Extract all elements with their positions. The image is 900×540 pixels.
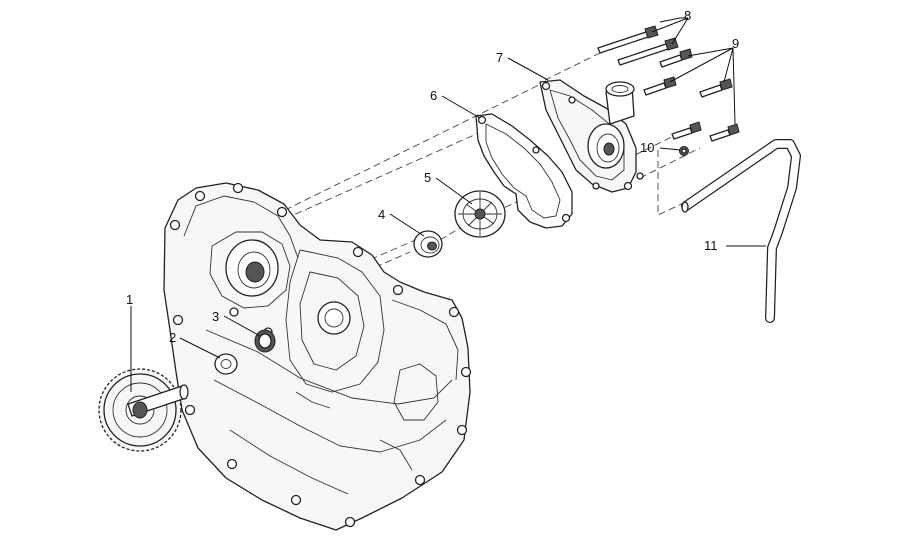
leader-lines — [130, 17, 766, 392]
part-7-pump-cover — [539, 79, 644, 193]
part-5-impeller — [454, 190, 506, 238]
callout-7: 7 — [496, 50, 503, 65]
callout-8: 8 — [684, 8, 691, 23]
callout-1: 1 — [126, 292, 133, 307]
callout-3: 3 — [212, 309, 219, 324]
part-10-small-nut — [679, 146, 689, 156]
part-11-hose-pipe — [681, 139, 801, 323]
callout-labels: 1 2 3 4 5 6 7 8 9 10 11 — [126, 8, 739, 345]
part-6-gasket — [475, 113, 573, 229]
callout-10: 10 — [640, 140, 654, 155]
callout-6: 6 — [430, 88, 437, 103]
callout-5: 5 — [424, 170, 431, 185]
callout-11: 11 — [704, 238, 718, 253]
callout-2: 2 — [169, 330, 176, 345]
part-9-short-screws — [643, 48, 740, 142]
callout-4: 4 — [378, 207, 385, 222]
part-1-gear-shaft — [98, 368, 189, 452]
part-4-seal-ring — [413, 230, 443, 258]
part-8-long-screws — [597, 25, 679, 66]
part-2-washer — [214, 353, 238, 375]
part-3-oil-seal — [254, 329, 276, 353]
crankcase-housing — [163, 182, 472, 531]
callout-9: 9 — [732, 36, 739, 51]
